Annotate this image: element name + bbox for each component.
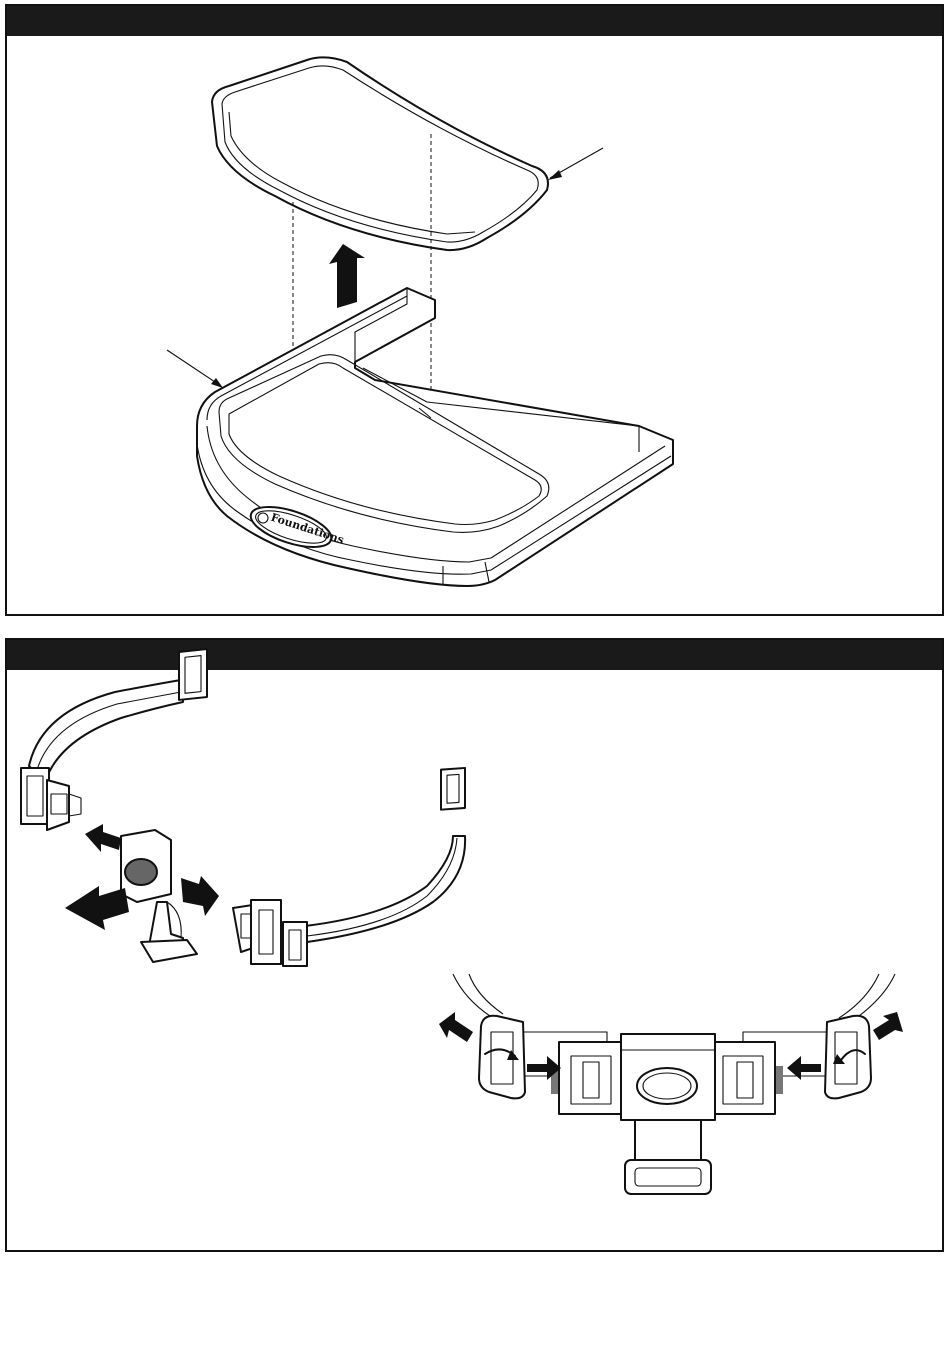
arrow-left-icon — [85, 824, 121, 852]
frame-leader-line — [167, 350, 221, 386]
frame-leader-arrowhead — [211, 378, 223, 388]
arrow-right-icon — [181, 876, 219, 916]
tray-removal-panel: Foundations — [5, 4, 944, 616]
tray-leader-arrowhead — [548, 170, 562, 180]
tray-base — [197, 288, 673, 586]
assembled-buckle — [453, 974, 895, 1194]
right-strap — [233, 768, 465, 966]
tray-diagram: Foundations — [7, 6, 942, 614]
push-arrow-icon — [65, 886, 129, 930]
tray-insert — [212, 57, 548, 250]
arrow-out-right-icon — [873, 1012, 903, 1040]
arrow-up-icon — [329, 244, 365, 308]
left-strap — [21, 649, 207, 830]
harness-buckle-panel — [5, 638, 944, 1252]
arrow-out-left-icon — [439, 1012, 473, 1042]
harness-diagram — [7, 640, 942, 1250]
